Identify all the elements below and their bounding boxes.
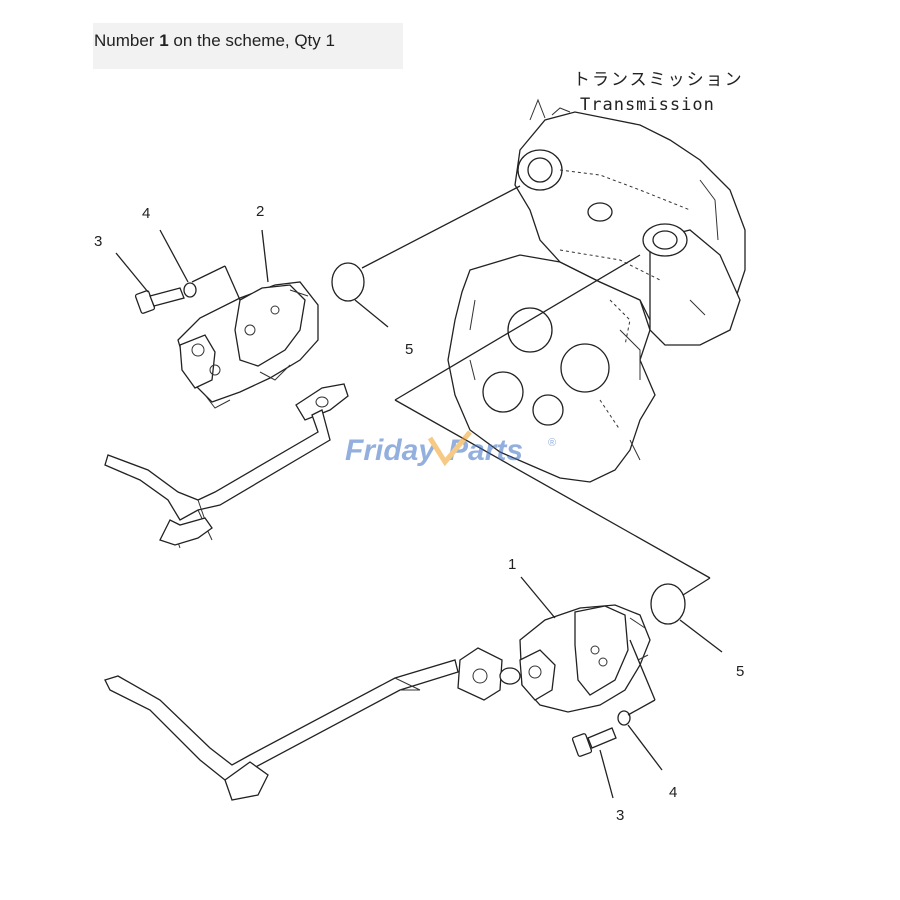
callout-lower-gasket: 5 (736, 663, 744, 680)
callout-lower-washer: 4 (669, 784, 677, 801)
callout-lower-bolt: 3 (616, 807, 624, 824)
callout-upper-bolt: 3 (94, 233, 102, 250)
transmission-housing (447, 98, 746, 483)
leader-lines (115, 185, 723, 799)
watermark-text-parts: Parts (448, 434, 523, 467)
watermark-logo: Friday Parts ® (345, 430, 556, 467)
upper-pump-assembly (104, 262, 365, 549)
watermark-text-friday: Friday (345, 434, 436, 467)
part-info-banner: Number 1 on the scheme, Qty 1 (93, 23, 403, 69)
callout-upper-gasket: 5 (405, 341, 413, 358)
watermark-check-icon (427, 430, 472, 467)
part-info-prefix: Number (94, 31, 160, 50)
transmission-label-jp: トランスミッション (573, 70, 744, 90)
part-info-suffix: on the scheme, Qty 1 (168, 31, 335, 50)
part-info-text: Number 1 on the scheme, Qty 1 (94, 31, 335, 51)
callout-upper-pump: 2 (256, 203, 264, 220)
callout-upper-washer: 4 (142, 205, 150, 222)
watermark-registered-mark: ® (548, 437, 556, 449)
callout-lower-pump: 1 (508, 556, 516, 573)
transmission-label-en: Transmission (580, 95, 715, 115)
lower-pump-assembly (104, 583, 686, 801)
part-number: 1 (159, 31, 169, 50)
